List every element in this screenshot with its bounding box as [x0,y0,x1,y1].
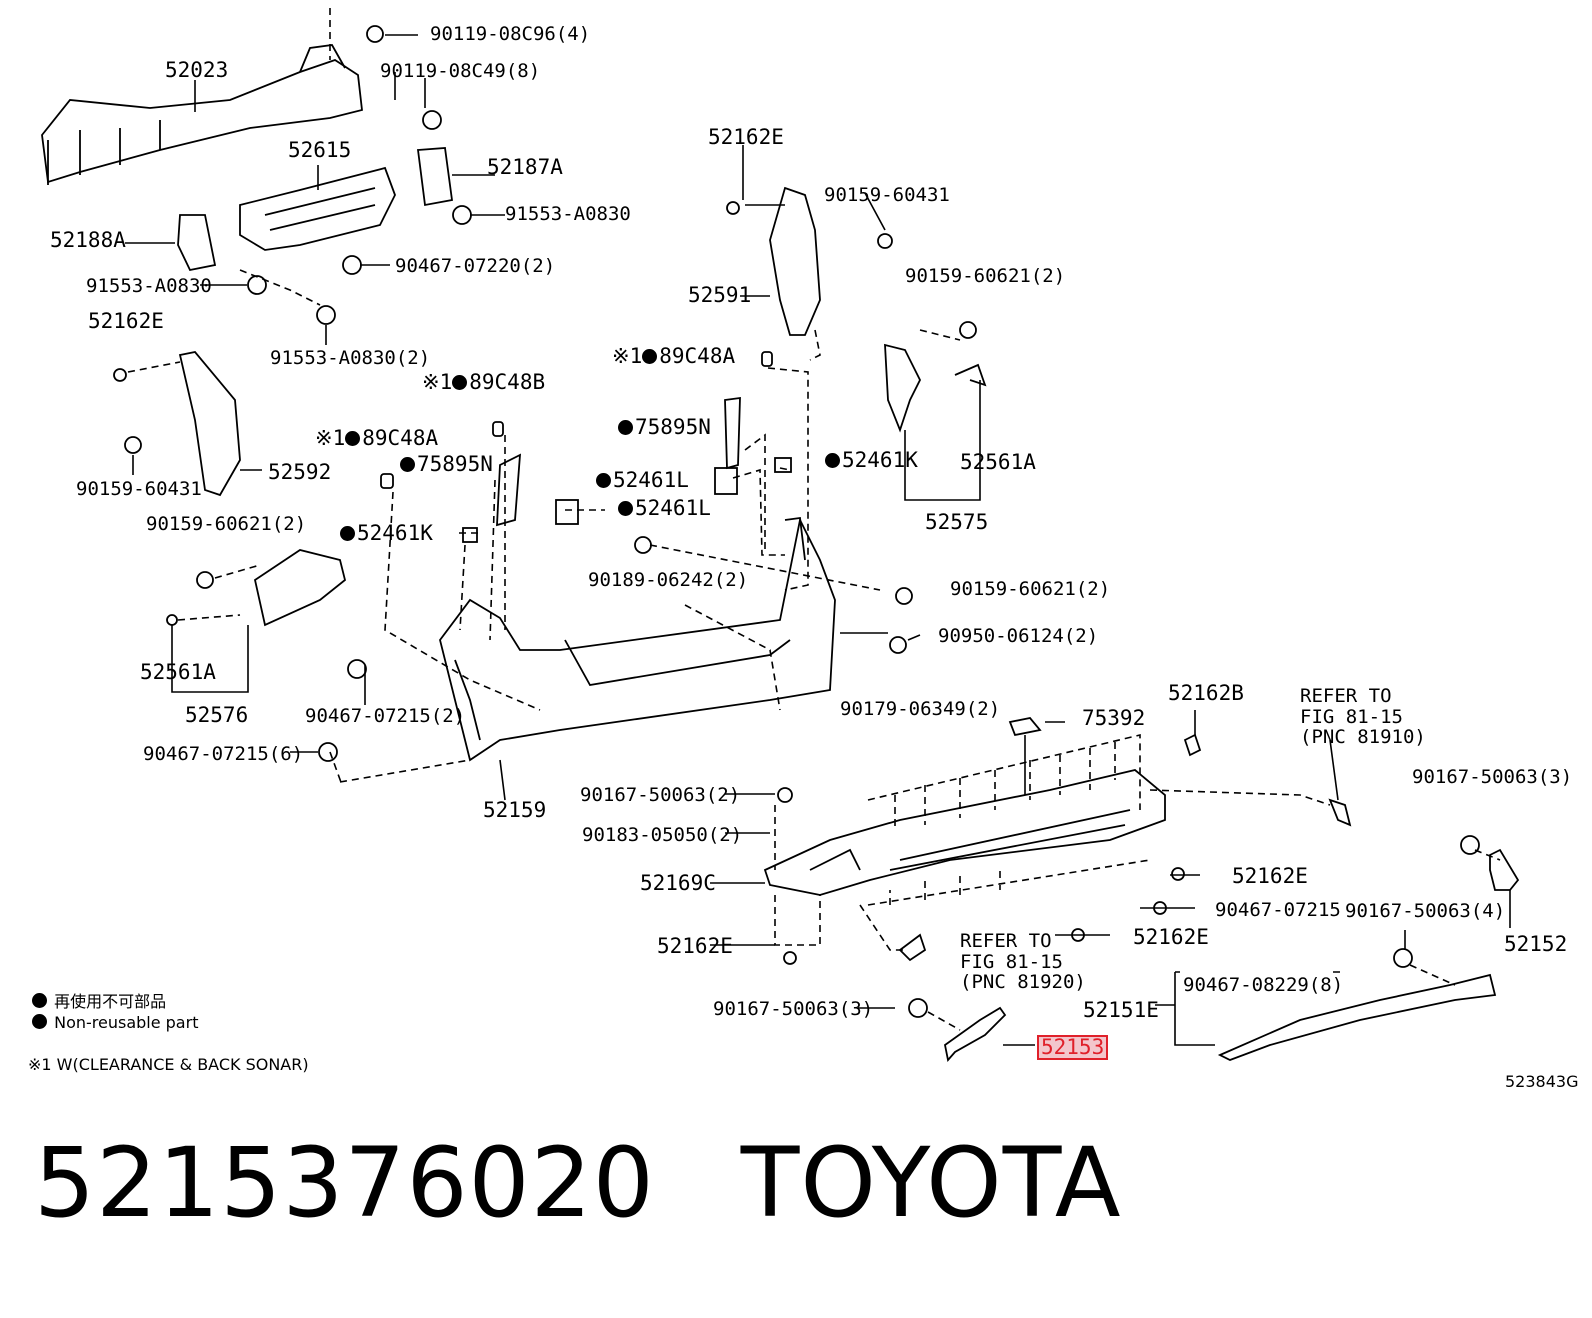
label-52023: 52023 [165,58,229,82]
label-90167-50063-3-right: 90167-50063(3) [1412,766,1573,788]
label-52561a-left: 52561A [140,660,216,684]
bumper-cover-52159-drawing [439,516,836,762]
label-90159-60621-mid: 90159-60621(2) [950,578,1111,600]
label-90159-60621-left: 90159-60621(2) [146,513,307,535]
label-75392: 75392 [1082,706,1146,730]
label-91553-a0830-a: 91553-A0830 [505,203,631,225]
label-52159: 52159 [483,798,547,822]
legend-en: Non-reusable part [32,1013,198,1032]
label-90467-07215: 90467-07215 [1215,899,1341,921]
refer-line-1: REFER TO [960,930,1052,952]
part-number: 5215376020 [34,1127,655,1239]
label-90119-08c49: 90119-08C49(8) [380,60,541,82]
label-89c48b-text: 89C48B [469,370,546,394]
label-52151e: 52151E [1083,998,1159,1022]
legend-jp: 再使用不可部品 [32,988,166,1012]
label-75895n-left: 75895N [400,454,493,475]
label-52461l-bottom: 52461L [618,498,711,519]
non-reusable-dot-icon [618,420,633,435]
brand-name: TOYOTA [740,1127,1122,1239]
non-reusable-dot-icon [32,1014,47,1029]
non-reusable-dot-icon [825,453,840,468]
lower-cover-52169c-drawing [763,769,1166,896]
bolt-icons [113,25,1480,1018]
label-90167-50063-3-left: 90167-50063(3) [713,998,874,1020]
non-reusable-dot-icon [400,457,415,472]
label-89c48a-left-text: 89C48A [362,426,439,450]
label-52576: 52576 [185,703,249,727]
refer-line-3: (PNC 81910) [1300,726,1426,749]
non-reusable-dot-icon [642,349,658,364]
document-reference: 523843G [1505,1072,1579,1091]
label-52461k-left-text: 52461K [357,521,433,545]
label-90167-50063-2: 90167-50063(2) [580,784,741,806]
label-52169c: 52169C [640,871,716,895]
label-52461k-left: 52461K [340,523,433,544]
label-52561a-right: 52561A [960,450,1036,474]
label-52591: 52591 [688,283,752,307]
label-90167-50063-4: 90167-50063(4) [1345,900,1506,922]
label-91553-a0830-b: 91553-A0830 [86,275,212,297]
label-52188a: 52188A [50,228,126,252]
label-52461l-top: 52461L [596,470,689,491]
label-90950-06124: 90950-06124(2) [938,625,1099,647]
non-reusable-dot-icon [345,431,361,446]
label-89c48a-right-text: 89C48A [659,344,736,368]
label-52153-highlighted[interactable]: 52153 [1037,1035,1109,1060]
refer-to-81910: REFER TO FIG 81-15 (PNC 81910) [1300,686,1426,748]
refer-line-2: FIG 81-15 [960,950,1063,973]
label-52461l-bottom-text: 52461L [635,496,711,520]
label-52162e-lower-a: 52162E [1232,864,1308,888]
label-90467-07215-2: 90467-07215(2) [305,705,466,727]
non-reusable-dot-icon [32,993,47,1008]
label-52592: 52592 [268,460,332,484]
sonar-mark: ※1 [315,426,346,450]
label-90179-06349: 90179-06349(2) [840,698,1001,720]
sonar-mark: ※1 [612,344,643,368]
label-52162e-top: 52162E [708,125,784,149]
label-52615: 52615 [288,138,352,162]
legend-en-text: Non-reusable part [54,1013,199,1032]
label-75895n-right-text: 75895N [635,415,711,439]
label-52187a: 52187A [487,155,563,179]
non-reusable-dot-icon [452,375,468,390]
label-89c48a-right: ※1 89C48A [612,346,735,367]
label-90159-60431-left: 90159-60431 [76,478,202,500]
label-90189-06242: 90189-06242(2) [588,569,749,591]
label-75895n-right: 75895N [618,417,711,438]
label-89c48a-left: ※1 89C48A [315,428,438,449]
label-90159-60621-top: 90159-60621(2) [905,265,1066,287]
non-reusable-dot-icon [596,473,611,488]
parts-diagram-lineart [41,8,1520,1062]
label-52162e-lower-c: 52162E [657,934,733,958]
label-89c48b: ※1 89C48B [422,372,545,393]
label-90119-08c96: 90119-08C96(4) [430,23,591,45]
label-90467-07220: 90467-07220(2) [395,255,556,277]
label-52461l-top-text: 52461L [613,468,689,492]
label-90159-60431-right: 90159-60431 [824,184,950,206]
label-90467-08229: 90467-08229(8) [1183,974,1344,996]
label-52152: 52152 [1504,932,1568,956]
refer-to-81920: REFER TO FIG 81-15 (PNC 81920) [960,931,1086,993]
sonar-mark: ※1 [422,370,453,394]
legend-note: ※1 W(CLEARANCE & BACK SONAR) [28,1055,309,1074]
label-52162b: 52162B [1168,681,1244,705]
non-reusable-dot-icon [618,501,633,516]
label-90183-05050: 90183-05050(2) [582,824,743,846]
non-reusable-dot-icon [340,526,355,541]
reinforcement-52023-drawing [41,44,363,185]
legend-jp-text: 再使用不可部品 [54,992,167,1011]
label-52162e-left: 52162E [88,309,164,333]
label-52162e-lower-b: 52162E [1133,925,1209,949]
label-75895n-left-text: 75895N [417,452,493,476]
refer-line-2: FIG 81-15 [1300,705,1403,728]
label-52461k-right-text: 52461K [842,448,918,472]
label-90467-07215-6: 90467-07215(6) [143,743,304,765]
label-52461k-right: 52461K [825,450,918,471]
refer-line-3: (PNC 81920) [960,971,1086,994]
refer-line-1: REFER TO [1300,685,1392,707]
label-91553-a0830-2: 91553-A0830(2) [270,347,431,369]
label-52575: 52575 [925,510,989,534]
